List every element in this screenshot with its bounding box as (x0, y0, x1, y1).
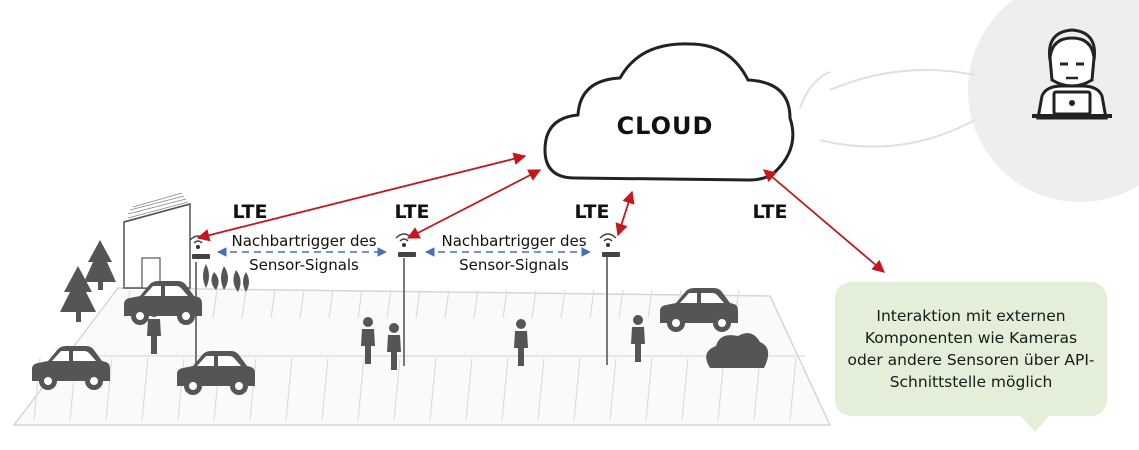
info-bubble-text: Interaktion mit externen Komponenten wie… (847, 307, 1095, 391)
parking-stall-line (270, 289, 276, 319)
parking-stall-line (429, 357, 437, 421)
parking-stall-line (753, 357, 761, 421)
trigger-label-right-2: Sensor-Signals (459, 256, 569, 274)
parking-stall-line (609, 357, 617, 421)
parking-stall-line (465, 357, 473, 421)
sensor-streetlight-icon (189, 235, 211, 260)
parking-stall-line (357, 357, 365, 421)
trigger-label-right-1: Nachbartrigger des (441, 232, 586, 250)
parking-stall-line (285, 357, 293, 421)
lte-arrow-3 (615, 190, 635, 237)
parking-stall-line (444, 289, 450, 319)
parking-stall-line (328, 289, 334, 319)
parking-stall-line (212, 289, 218, 319)
lte-label-4: LTE (753, 201, 788, 223)
parking-stall-line (357, 289, 363, 319)
lte-arrow-4 (763, 169, 885, 273)
parking-stall-line (560, 289, 566, 319)
parking-stall-line (681, 357, 689, 421)
lte-arrow-2 (406, 169, 542, 239)
parking-stall-line (589, 289, 595, 319)
lte-arrow-1 (196, 152, 527, 242)
tree-icon (60, 240, 249, 322)
cloud-label: CLOUD (617, 112, 714, 140)
parking-stall-line (537, 357, 545, 421)
lte-label-1: LTE (233, 201, 268, 223)
parking-stall-line (473, 289, 479, 319)
parking-stall-line (647, 289, 653, 319)
parking-stall-line (645, 357, 653, 421)
parking-stall-line (501, 357, 509, 421)
parking-stall-line (141, 357, 149, 421)
trigger-label-left-2: Sensor-Signals (249, 256, 359, 274)
parking-stall-line (393, 357, 401, 421)
building-icon (123, 192, 191, 289)
cloud-shape (543, 42, 795, 182)
sensor-streetlight-icon (395, 233, 417, 258)
parking-stall-line (717, 357, 725, 421)
parking-stall-line (415, 289, 421, 319)
parking-stall-line (249, 357, 257, 421)
parking-stall-line (618, 289, 624, 319)
parking-stall-line (105, 357, 113, 421)
parking-stall-line (531, 289, 537, 319)
trigger-label-left-1: Nachbartrigger des (231, 232, 376, 250)
parking-stall-line (321, 357, 329, 421)
lte-label-3: LTE (575, 201, 610, 223)
bush-icon (706, 333, 769, 368)
info-bubble: Interaktion mit externen Komponenten wie… (835, 282, 1107, 432)
parking-stall-line (502, 289, 508, 319)
parking-stall-line (299, 289, 305, 319)
parking-stall-line (241, 289, 247, 319)
lte-arrows (196, 152, 885, 273)
lte-label-2: LTE (395, 201, 430, 223)
parking-stall-line (789, 357, 797, 421)
parking-stall-line (386, 289, 392, 319)
sensor-streetlight-icon (599, 233, 621, 258)
parking-stall-line (573, 357, 581, 421)
person-with-laptop-icon (1032, 28, 1112, 120)
